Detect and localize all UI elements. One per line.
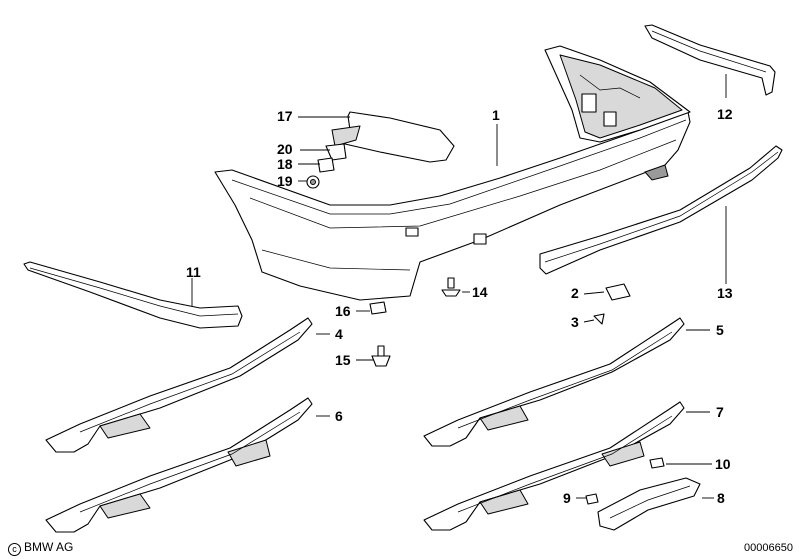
trim-strip-right	[539, 145, 783, 275]
trim-strip-left	[23, 261, 243, 329]
callout-16: 16	[335, 303, 351, 319]
fastener-group	[306, 143, 347, 189]
callout-17: 17	[277, 108, 293, 124]
lower-spoiler-right-upper	[423, 317, 685, 447]
callout-1: 1	[492, 107, 500, 123]
screw	[441, 277, 461, 297]
bracket	[331, 111, 455, 163]
callout-15: 15	[335, 352, 351, 368]
leader-lines	[191, 74, 727, 499]
callout-4: 4	[335, 326, 343, 342]
callout-3: 3	[571, 314, 579, 330]
callout-18: 18	[277, 156, 293, 172]
copyright-text: BMW AG	[24, 540, 74, 554]
small-clip	[593, 313, 605, 325]
cover-cap	[605, 283, 631, 301]
callout-2: 2	[571, 285, 579, 301]
callout-9: 9	[563, 490, 571, 506]
expanding-rivet	[371, 345, 391, 367]
copyright-symbol: c	[8, 543, 21, 556]
callout-10: 10	[715, 456, 731, 472]
clip	[369, 301, 387, 315]
document-number: 00006650	[744, 542, 793, 554]
lower-spoiler-left-lower	[45, 397, 313, 533]
callout-13: 13	[717, 285, 733, 301]
trim-strip-upper-right	[644, 24, 776, 96]
callout-5: 5	[716, 322, 724, 338]
callout-19: 19	[277, 173, 293, 189]
callout-14: 14	[472, 284, 488, 300]
callout-7: 7	[716, 404, 724, 420]
lower-spoiler-left-upper	[45, 317, 313, 453]
callout-20: 20	[277, 141, 293, 157]
callout-11: 11	[186, 264, 201, 280]
callout-12: 12	[717, 106, 733, 122]
lower-spoiler-right-lower	[423, 401, 685, 531]
bumper-trim-panel	[214, 45, 691, 301]
clip-pair	[585, 457, 665, 505]
callout-6: 6	[335, 408, 343, 424]
mounting-bracket	[597, 477, 701, 531]
callout-8: 8	[717, 490, 725, 506]
